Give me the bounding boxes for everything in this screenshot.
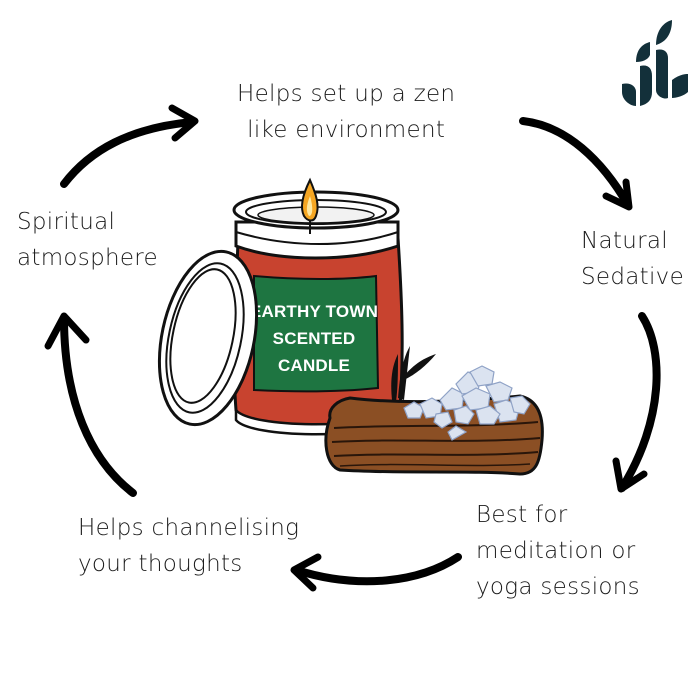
benefit-zen-environment: Helps set up a zen like environment [237, 76, 455, 148]
benefit-channelising-thoughts: Helps channelising your thoughts [78, 510, 299, 582]
salt-crystals [403, 365, 531, 441]
jar-lid [157, 249, 259, 427]
herb-sprig [391, 346, 436, 402]
wood-log [324, 394, 544, 476]
benefit-line: Spiritual [17, 209, 116, 235]
benefit-line: Best for [476, 502, 568, 528]
benefit-line: Helps set up a zen [237, 81, 456, 107]
benefit-line: Helps channelising [78, 515, 300, 541]
arrow-thoughts-to-spiritual [60, 314, 137, 497]
benefit-line: atmosphere [17, 245, 158, 271]
candle-label [253, 274, 380, 393]
benefit-line: Natural [581, 228, 668, 254]
benefit-line: yoga sessions [476, 574, 640, 600]
benefit-meditation-yoga: Best for meditation or yoga sessions [476, 497, 640, 605]
benefit-spiritual-atmosphere: Spiritual atmosphere [17, 204, 158, 276]
benefit-line: meditation or [476, 538, 636, 564]
arrow-meditation-to-thoughts [292, 553, 462, 586]
flame-icon [301, 177, 319, 222]
arrow-zen-to-sedative [519, 117, 632, 209]
benefit-natural-sedative: Natural Sedative [581, 223, 684, 295]
candle-jar [232, 236, 404, 432]
arrow-spiritual-to-zen [60, 118, 196, 188]
benefit-line: Sedative [581, 264, 685, 290]
label-line-2: SCENTED [273, 329, 356, 348]
label-line-3: CANDLE [278, 356, 350, 375]
benefit-line: like environment [247, 117, 446, 143]
label-line-1: EARTHY TOWN [250, 302, 378, 321]
benefit-line: your thoughts [78, 551, 243, 577]
arrow-sedative-to-meditation [618, 312, 661, 492]
